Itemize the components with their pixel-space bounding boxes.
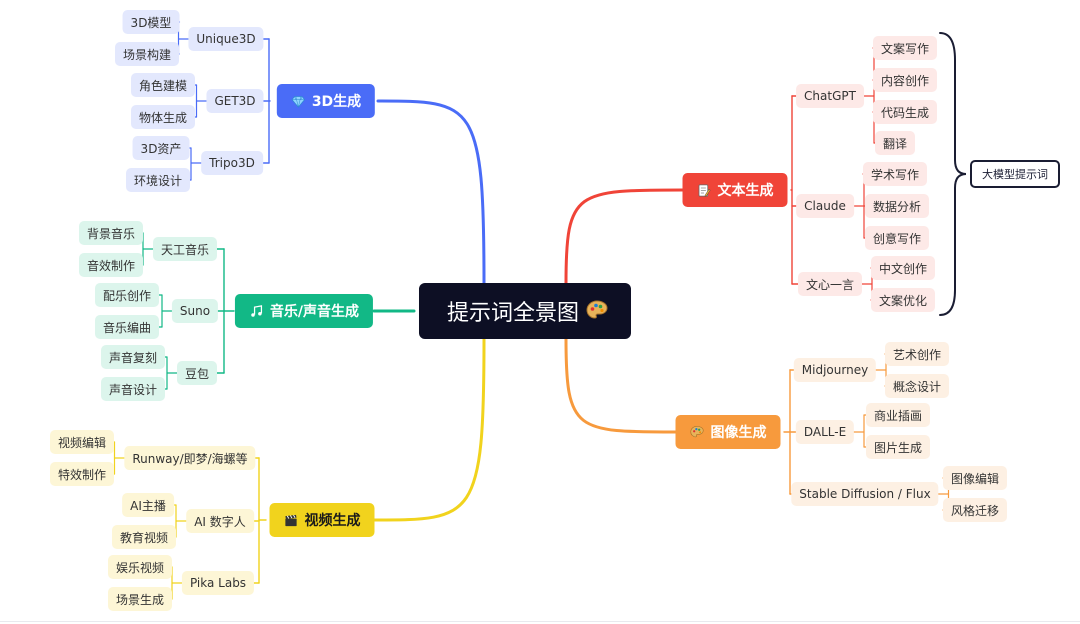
leaf-text-2-0[interactable]: 中文创作 bbox=[870, 256, 936, 280]
leaf-video-2-1[interactable]: 场景生成 bbox=[107, 587, 173, 611]
threed-main-connector bbox=[376, 99, 486, 285]
leaf-video-0-1[interactable]: 特效制作 bbox=[49, 462, 115, 486]
branch-threed[interactable]: 3D生成 bbox=[276, 84, 376, 118]
sub-video-1[interactable]: AI 数字人 bbox=[186, 509, 254, 533]
branch-video-label: 视频生成 bbox=[304, 513, 361, 529]
sub-music-0[interactable]: 天工音乐 bbox=[152, 237, 218, 261]
branch-threed-label: 3D生成 bbox=[311, 94, 362, 110]
image-main-connector bbox=[564, 337, 678, 434]
bottom-divider bbox=[0, 621, 1080, 622]
leaf-video-1-0[interactable]: AI主播 bbox=[122, 493, 174, 517]
central-topic[interactable]: 提示词全景图 bbox=[418, 283, 632, 339]
leaf-threed-1-0[interactable]: 角色建模 bbox=[130, 73, 196, 97]
leaf-text-1-2[interactable]: 创意写作 bbox=[864, 226, 930, 250]
leaf-text-0-1[interactable]: 内容创作 bbox=[872, 68, 938, 92]
palette-icon bbox=[690, 425, 705, 440]
branch-image-label: 图像生成 bbox=[710, 425, 767, 441]
leaf-text-1-1[interactable]: 数据分析 bbox=[864, 194, 930, 218]
leaf-threed-1-1[interactable]: 物体生成 bbox=[130, 105, 196, 129]
leaf-image-2-0[interactable]: 图像编辑 bbox=[942, 466, 1008, 490]
memo-icon bbox=[697, 183, 712, 198]
leaf-image-1-1[interactable]: 图片生成 bbox=[865, 435, 931, 459]
branch-music-label: 音乐/声音生成 bbox=[269, 304, 360, 320]
leaf-threed-0-1[interactable]: 场景构建 bbox=[114, 42, 180, 66]
leaf-video-2-0[interactable]: 娱乐视频 bbox=[107, 555, 173, 579]
leaf-video-0-0[interactable]: 视频编辑 bbox=[49, 430, 115, 454]
clapper-icon bbox=[284, 513, 299, 528]
leaf-text-2-1[interactable]: 文案优化 bbox=[870, 288, 936, 312]
leaf-music-0-1[interactable]: 音效制作 bbox=[78, 253, 144, 277]
sub-image-2[interactable]: Stable Diffusion / Flux bbox=[791, 482, 939, 506]
sub-threed-2[interactable]: Tripo3D bbox=[201, 151, 263, 175]
branch-text-label: 文本生成 bbox=[717, 183, 774, 199]
summary-brace bbox=[939, 32, 967, 316]
leaf-text-0-3[interactable]: 翻译 bbox=[874, 131, 916, 155]
leaf-text-0-0[interactable]: 文案写作 bbox=[872, 36, 938, 60]
leaf-image-2-1[interactable]: 风格迁移 bbox=[942, 498, 1008, 522]
leaf-music-1-1[interactable]: 音乐编曲 bbox=[94, 315, 160, 339]
leaf-video-1-1[interactable]: 教育视频 bbox=[111, 525, 177, 549]
music-note-icon bbox=[249, 304, 264, 319]
leaf-image-0-1[interactable]: 概念设计 bbox=[884, 374, 950, 398]
branch-video[interactable]: 视频生成 bbox=[269, 503, 375, 537]
leaf-music-0-0[interactable]: 背景音乐 bbox=[78, 221, 144, 245]
leaf-threed-2-1[interactable]: 环境设计 bbox=[125, 168, 191, 192]
sub-text-1[interactable]: Claude bbox=[796, 194, 854, 218]
leaf-text-1-0[interactable]: 学术写作 bbox=[862, 162, 928, 186]
palette-icon bbox=[585, 299, 609, 323]
summary-label[interactable]: 大模型提示词 bbox=[970, 160, 1060, 188]
leaf-text-0-2[interactable]: 代码生成 bbox=[872, 100, 938, 124]
leaf-threed-2-0[interactable]: 3D资产 bbox=[132, 136, 190, 160]
leaf-threed-0-0[interactable]: 3D模型 bbox=[122, 10, 180, 34]
sub-text-2[interactable]: 文心一言 bbox=[797, 272, 863, 296]
central-topic-label: 提示词全景图 bbox=[446, 301, 580, 326]
video-main-connector bbox=[372, 337, 486, 522]
sub-image-0[interactable]: Midjourney bbox=[793, 358, 877, 382]
sub-threed-0[interactable]: Unique3D bbox=[188, 27, 264, 51]
sub-text-0[interactable]: ChatGPT bbox=[796, 84, 864, 108]
leaf-music-2-1[interactable]: 声音设计 bbox=[100, 377, 166, 401]
sub-image-1[interactable]: DALL-E bbox=[795, 420, 855, 444]
sub-threed-1[interactable]: GET3D bbox=[206, 89, 264, 113]
text-main-connector bbox=[564, 188, 685, 285]
sub-music-1[interactable]: Suno bbox=[171, 299, 219, 323]
sub-music-2[interactable]: 豆包 bbox=[176, 361, 218, 385]
branch-music[interactable]: 音乐/声音生成 bbox=[234, 294, 374, 328]
branch-image[interactable]: 图像生成 bbox=[675, 415, 781, 449]
leaf-music-1-0[interactable]: 配乐创作 bbox=[94, 283, 160, 307]
branch-text[interactable]: 文本生成 bbox=[682, 173, 788, 207]
leaf-image-1-0[interactable]: 商业插画 bbox=[865, 403, 931, 427]
sub-video-2[interactable]: Pika Labs bbox=[181, 571, 255, 595]
sub-video-0[interactable]: Runway/即梦/海螺等 bbox=[124, 446, 256, 470]
leaf-music-2-0[interactable]: 声音复刻 bbox=[100, 345, 166, 369]
gem-icon bbox=[291, 94, 306, 109]
leaf-image-0-0[interactable]: 艺术创作 bbox=[884, 342, 950, 366]
